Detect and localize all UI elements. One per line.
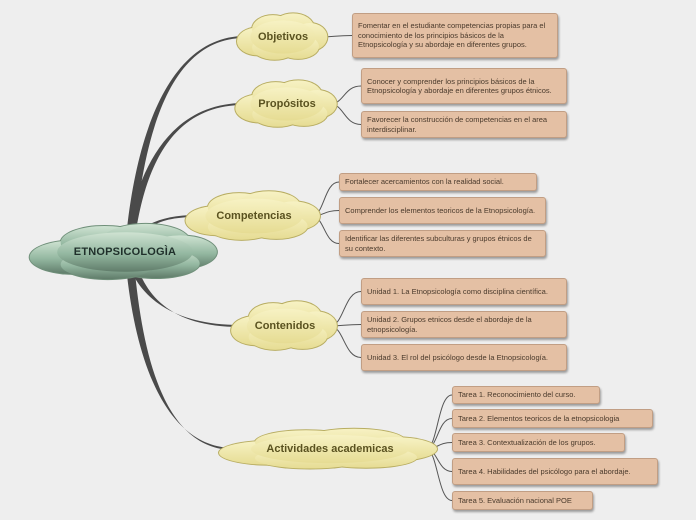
leaf-box-prop-sitos-2[interactable]: Favorecer la construcción de competencia…	[361, 111, 567, 138]
leaf-box-prop-sitos-1[interactable]: Conocer y comprender los principios bási…	[361, 68, 567, 104]
main-branch-line	[124, 252, 240, 327]
leaf-box-competencias-1[interactable]: Fortalecer acercamientos con la realidad…	[339, 173, 537, 191]
leaf-box-actividades-academicas-1[interactable]: Tarea 1. Reconocimiento del curso.	[452, 386, 600, 404]
leaf-box-contenidos-3[interactable]: Unidad 3. El rol del psicólogo desde la …	[361, 344, 567, 371]
leaf-connector	[425, 394, 453, 450]
main-branch-line	[124, 103, 244, 252]
branch-cloud-competencias	[184, 190, 321, 241]
branch-cloud-actividades-academicas	[218, 427, 438, 470]
main-branch-line	[124, 252, 234, 450]
leaf-box-contenidos-2[interactable]: Unidad 2. Grupos etnicos desde el aborda…	[361, 311, 567, 338]
main-branch-line	[124, 36, 245, 252]
leaf-box-actividades-academicas-5[interactable]: Tarea 5. Evaluación nacional POE	[452, 491, 593, 510]
leaf-box-competencias-3[interactable]: Identificar las diferentes subculturas y…	[339, 230, 546, 257]
leaf-connector	[425, 448, 453, 501]
leaf-box-actividades-academicas-3[interactable]: Tarea 3. Contextualización de los grupos…	[452, 433, 625, 452]
leaf-box-competencias-2[interactable]: Comprender los elementos teoricos de la …	[339, 197, 546, 224]
root-cloud	[28, 222, 218, 281]
branch-cloud-contenidos	[230, 300, 338, 351]
leaf-box-actividades-academicas-4[interactable]: Tarea 4. Habilidades del psicólogo para …	[452, 458, 658, 485]
leaf-box-actividades-academicas-2[interactable]: Tarea 2. Elementos teoricos de la etnops…	[452, 409, 653, 428]
leaf-box-contenidos-1[interactable]: Unidad 1. La Etnopsicología como discipl…	[361, 278, 567, 305]
leaf-box-objetivos-1[interactable]: Fomentar en el estudiante competencias p…	[352, 13, 558, 58]
topic-clouds	[28, 12, 438, 470]
branch-cloud-objetivos	[235, 12, 329, 61]
branch-cloud-prop-sitos	[234, 79, 338, 128]
